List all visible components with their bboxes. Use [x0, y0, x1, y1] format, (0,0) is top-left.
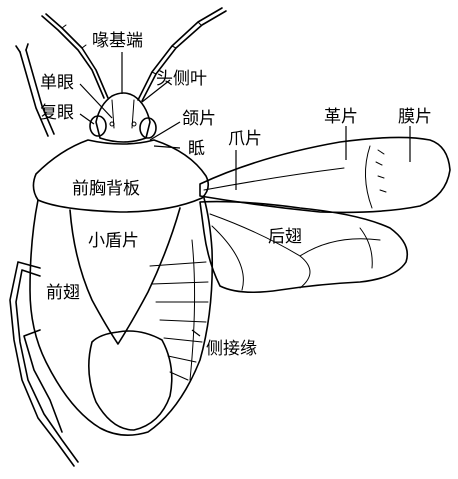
- label-antennifer: 眡: [188, 139, 205, 159]
- leader-lines: [79, 52, 411, 337]
- label-hind-wing: 后翅: [268, 227, 302, 247]
- label-forewing: 前翅: [46, 283, 80, 303]
- left-compound-eye: [89, 115, 107, 137]
- label-connexivum: 侧接缘: [206, 339, 257, 359]
- pronotum-shape: [32, 139, 210, 213]
- label-claval: 爪片: [228, 129, 262, 149]
- label-ocellus: 单眼: [40, 73, 74, 93]
- head: [89, 92, 157, 143]
- label-head-lateral-lobe: 头侧叶: [156, 69, 207, 89]
- label-clypeus: 喙基端: [92, 31, 143, 51]
- label-compound-eye: 复眼: [40, 103, 74, 123]
- front-legs: [15, 43, 55, 137]
- right-compound-eye: [139, 117, 157, 139]
- scutellum-shape: [69, 207, 181, 345]
- label-pronotum: 前胸背板: [72, 179, 140, 199]
- antennae: [41, 7, 227, 102]
- connexivum-segments: [149, 239, 209, 381]
- label-scutellum: 小盾片: [88, 231, 139, 251]
- label-jugum: 颌片: [182, 109, 216, 129]
- hind-wing-right: [199, 200, 409, 294]
- label-corium: 革片: [324, 107, 358, 127]
- hind-legs: [9, 261, 79, 467]
- label-membrane: 膜片: [398, 107, 432, 127]
- forewing-right: [199, 136, 451, 214]
- body-outline: [29, 197, 214, 436]
- membrane-shape: [88, 330, 173, 431]
